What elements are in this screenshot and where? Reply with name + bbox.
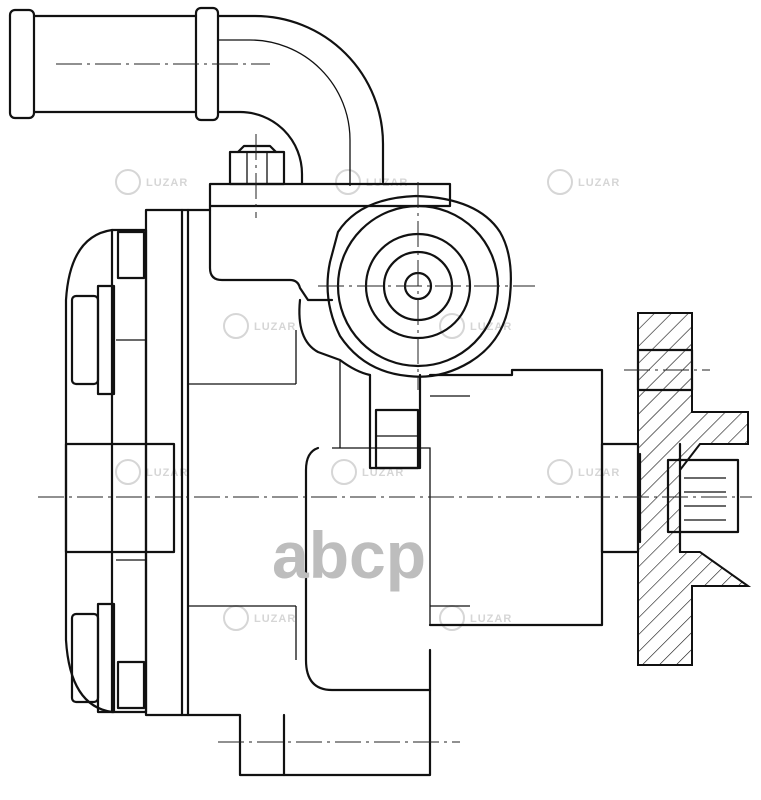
luzar-watermark: LUZAR xyxy=(439,605,512,631)
top-bracket xyxy=(208,182,452,302)
luzar-watermark: LUZAR xyxy=(547,459,620,485)
center-lines xyxy=(38,63,752,743)
drive-shaft-flange xyxy=(600,312,752,666)
watermark-label: LUZAR xyxy=(362,467,404,479)
watermark-label: LUZAR xyxy=(146,467,188,479)
watermark-label: LUZAR xyxy=(470,613,512,625)
luzar-watermark: LUZAR xyxy=(115,169,188,195)
watermark-label: LUZAR xyxy=(146,177,188,189)
watermark-label: LUZAR xyxy=(254,321,296,333)
luzar-watermark: LUZAR xyxy=(223,313,296,339)
luzar-watermark: LUZAR xyxy=(547,169,620,195)
abcp-brand-watermark: аbср xyxy=(272,518,426,592)
luzar-watermark: LUZAR xyxy=(223,605,296,631)
luzar-watermark: LUZAR xyxy=(115,459,188,485)
watermark-label: LUZAR xyxy=(470,321,512,333)
bolt-head xyxy=(228,144,286,186)
watermark-label: LUZAR xyxy=(578,177,620,189)
luzar-watermark: LUZAR xyxy=(331,459,404,485)
watermark-label: LUZAR xyxy=(578,467,620,479)
pump-housing xyxy=(180,208,604,777)
inlet-hose-fitting xyxy=(8,6,385,186)
brand-watermark-text: аbср xyxy=(272,518,426,592)
watermark-label: LUZAR xyxy=(254,613,296,625)
luzar-watermark: LUZAR xyxy=(335,169,407,195)
left-cover xyxy=(64,208,184,717)
